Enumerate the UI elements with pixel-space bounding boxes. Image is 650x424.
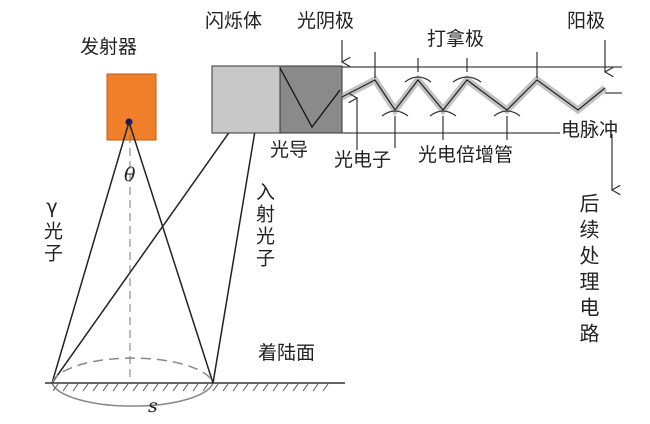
hatch-mark — [182, 383, 189, 392]
hatch-mark — [122, 383, 129, 392]
hatch-mark — [172, 383, 179, 392]
hatch-mark — [52, 383, 59, 392]
hatch-mark — [142, 383, 149, 392]
light-guide-block — [279, 65, 343, 134]
dynode-label: 打拿极 — [427, 28, 485, 50]
hatch-mark — [102, 383, 109, 392]
dynodes — [374, 52, 538, 148]
hatch-mark — [242, 383, 249, 392]
s-label: s — [148, 395, 158, 417]
ground-hatch — [52, 383, 329, 392]
light-path — [279, 67, 341, 129]
hatch-mark — [302, 383, 309, 392]
anode-label: 阳极 — [567, 10, 606, 32]
hatch-mark — [272, 383, 279, 392]
pmt-label: 光电倍增管 — [418, 144, 514, 166]
cone-lines — [51, 112, 259, 384]
light-guide-label: 光导 — [270, 139, 309, 161]
hatch-mark — [202, 383, 209, 392]
hatch-mark — [322, 383, 329, 392]
pointer-arrows — [342, 40, 612, 190]
landing-surface-label: 着陆面 — [258, 342, 316, 364]
hatch-mark — [132, 383, 139, 392]
hatch-mark — [232, 383, 239, 392]
hatch-mark — [72, 383, 79, 392]
lower-ellipse — [51, 382, 214, 407]
pmt-tube — [342, 66, 622, 134]
hatch-mark — [222, 383, 229, 392]
electric-pulse-label: 电脉冲 — [561, 119, 619, 141]
photocathode-label: 光阴极 — [297, 10, 355, 32]
hatch-mark — [312, 383, 319, 392]
hatch-mark — [112, 383, 119, 392]
hatch-mark — [62, 383, 69, 392]
hatch-mark — [92, 383, 99, 392]
theta-label: θ — [124, 164, 136, 186]
gamma-photon-label: γ光子 — [41, 196, 63, 265]
upper-ellipse — [51, 357, 214, 384]
hatch-mark — [262, 383, 269, 392]
incident-photon-label: 入射光子 — [253, 182, 275, 270]
emitter-label: 发射器 — [80, 36, 138, 58]
hatch-mark — [192, 383, 199, 392]
hatch-mark — [152, 383, 159, 392]
electron-path — [341, 79, 606, 112]
hatch-mark — [292, 383, 299, 392]
hatch-mark — [82, 383, 89, 392]
hatch-mark — [282, 383, 289, 392]
scintillator-label: 闪烁体 — [205, 10, 263, 32]
hatch-mark — [252, 383, 259, 392]
scintillator-block — [211, 65, 281, 134]
photoelectron-label: 光电子 — [334, 149, 392, 171]
hatch-mark — [162, 383, 169, 392]
hatch-mark — [212, 383, 219, 392]
processing-circuit-label: 后续处理电路 — [576, 193, 600, 349]
